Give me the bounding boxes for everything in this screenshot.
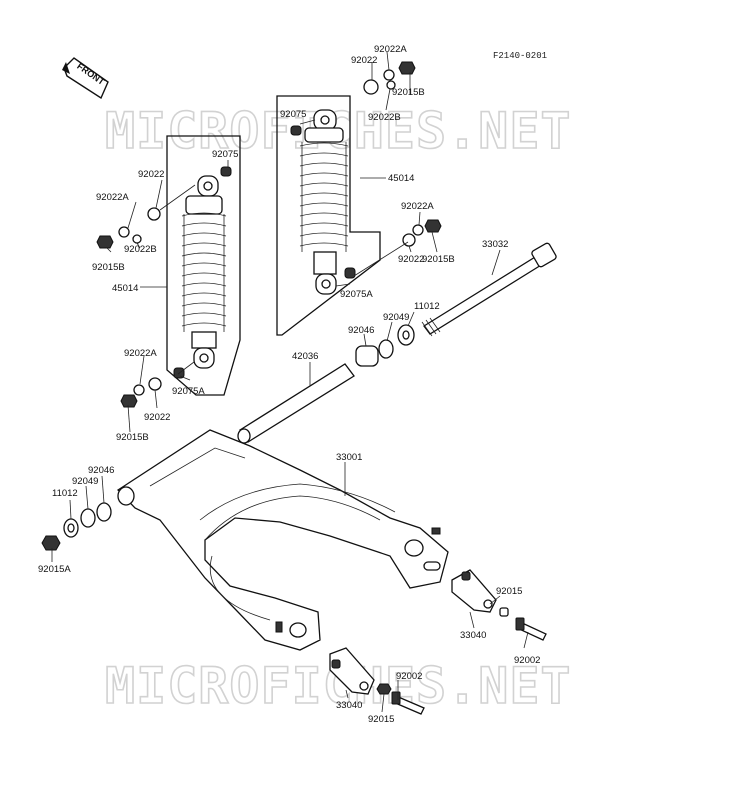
right-cap-nut-upper bbox=[398, 61, 416, 75]
part-label: 92046 bbox=[88, 465, 114, 476]
part-label: 45014 bbox=[388, 173, 414, 184]
right-washer-upper bbox=[363, 79, 379, 95]
right-washer-b-upper bbox=[386, 80, 396, 90]
part-label: 11012 bbox=[52, 488, 78, 499]
part-label: 92075 bbox=[280, 109, 306, 120]
part-label: 92015B bbox=[116, 432, 149, 443]
part-label: 92075A bbox=[340, 289, 373, 300]
part-label: 92015A bbox=[38, 564, 71, 575]
pivot-shaft bbox=[421, 242, 557, 337]
part-number-labels: 92022A 92022 92015B 92075 92022B 45014 9… bbox=[38, 44, 540, 725]
part-label: 92022A bbox=[124, 348, 157, 359]
right-sleeve bbox=[355, 345, 379, 367]
left-cap-nut-lower bbox=[120, 394, 138, 408]
part-label: 92022 bbox=[144, 412, 170, 423]
part-label: 42036 bbox=[292, 351, 318, 362]
left-washer-upper bbox=[147, 207, 161, 221]
part-label: 92022 bbox=[138, 169, 164, 180]
chain-adjuster-right bbox=[451, 569, 547, 641]
left-washer-a-lower bbox=[133, 384, 145, 396]
part-label: 92022B bbox=[368, 112, 401, 123]
part-label: 92075 bbox=[212, 149, 238, 160]
chain-adjuster-left bbox=[329, 647, 425, 715]
right-shock-outline bbox=[276, 95, 381, 336]
pivot-pipe bbox=[239, 363, 355, 443]
right-shock-absorber bbox=[299, 109, 349, 295]
part-label: 33001 bbox=[336, 452, 362, 463]
left-sleeve bbox=[96, 502, 112, 522]
part-label: 92015B bbox=[92, 262, 125, 273]
part-label: 33040 bbox=[460, 630, 486, 641]
part-label: 33032 bbox=[482, 239, 508, 250]
part-label: 92015B bbox=[422, 254, 455, 265]
pivot-nut bbox=[41, 535, 61, 551]
part-label: 92002 bbox=[514, 655, 540, 666]
part-label: 92049 bbox=[72, 476, 98, 487]
part-label: 92015 bbox=[496, 586, 522, 597]
part-label: 33040 bbox=[336, 700, 362, 711]
part-label: 92075A bbox=[172, 386, 205, 397]
part-label: 45014 bbox=[112, 283, 138, 294]
left-shock-outline bbox=[166, 135, 241, 396]
right-collar-upper bbox=[290, 125, 302, 136]
left-collar-upper bbox=[220, 166, 232, 177]
part-label: 92022B bbox=[124, 244, 157, 255]
left-washer-lower bbox=[148, 377, 162, 391]
right-collar-lower bbox=[344, 267, 356, 279]
part-label: 92022A bbox=[374, 44, 407, 55]
front-arrow-icon: FRONT bbox=[62, 57, 109, 100]
right-washer-a-upper bbox=[383, 69, 395, 81]
part-label: 92022 bbox=[351, 55, 377, 66]
part-label: 92015 bbox=[368, 714, 394, 725]
part-label: 92002 bbox=[396, 671, 422, 682]
part-label: 92022A bbox=[401, 201, 434, 212]
left-bearing bbox=[80, 508, 96, 528]
left-washer-b-upper bbox=[132, 234, 142, 244]
part-label: 92022A bbox=[96, 192, 129, 203]
right-cap-nut-lower bbox=[424, 219, 442, 233]
swingarm bbox=[116, 429, 449, 651]
part-label: 92049 bbox=[383, 312, 409, 323]
left-shock-absorber bbox=[181, 175, 227, 369]
part-label: 92015B bbox=[392, 87, 425, 98]
reference-code: F2140-0201 bbox=[493, 51, 547, 61]
left-cap-nut-upper bbox=[96, 235, 114, 249]
right-bearing bbox=[378, 339, 394, 359]
right-washer-a-lower bbox=[412, 224, 424, 236]
leader-lines bbox=[51, 51, 529, 713]
part-label: 11012 bbox=[414, 301, 440, 312]
part-label: 92022 bbox=[398, 254, 424, 265]
part-label: 92046 bbox=[348, 325, 374, 336]
left-washer-a-upper bbox=[118, 226, 130, 238]
